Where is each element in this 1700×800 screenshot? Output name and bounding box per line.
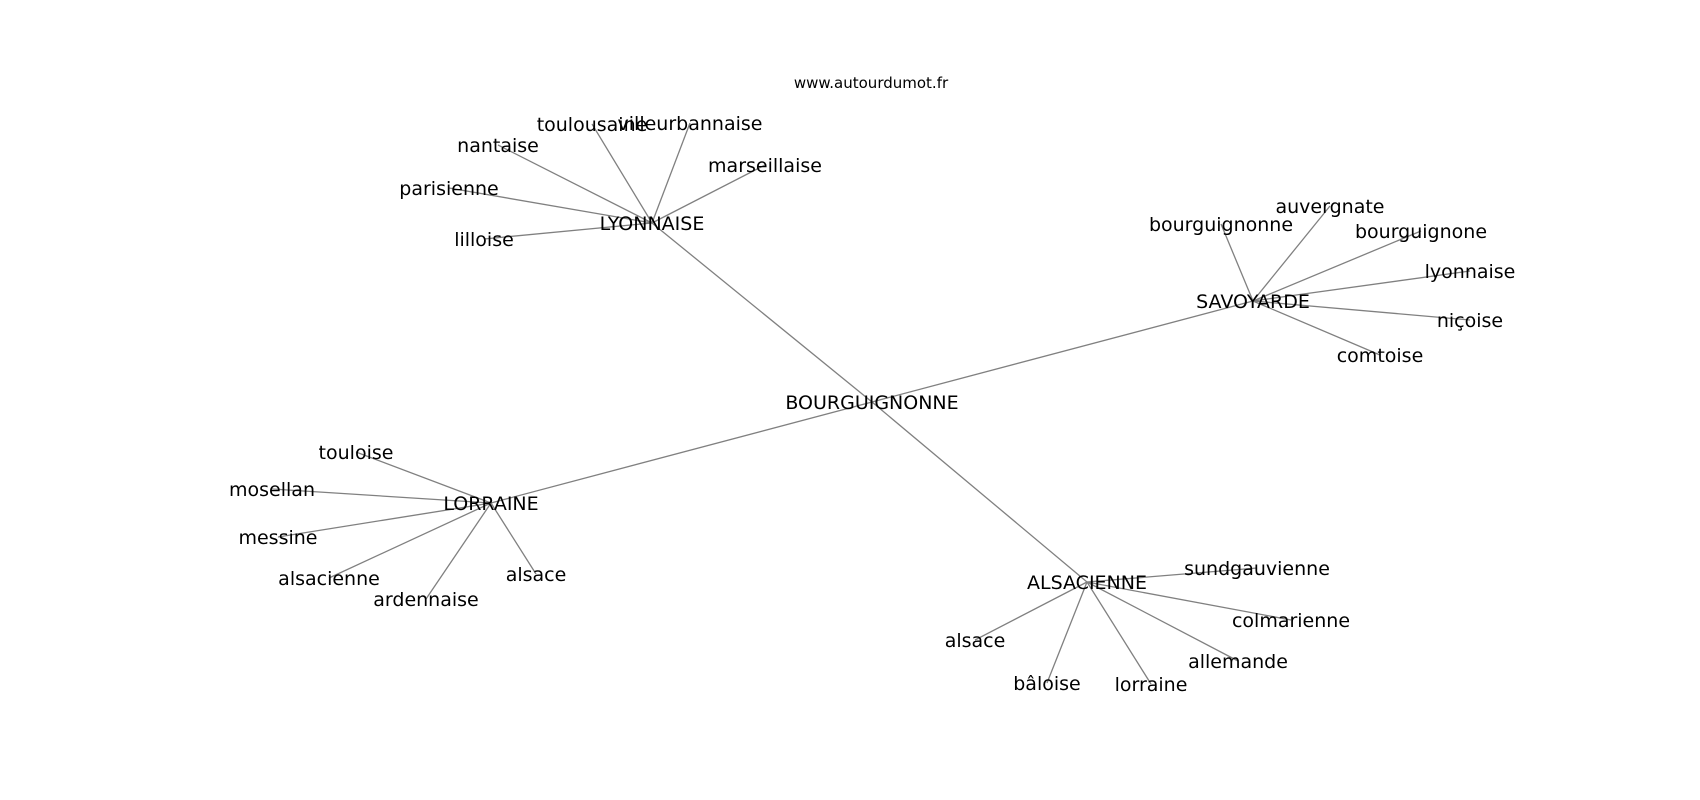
hub-node-label-lorraine: LORRAINE: [443, 493, 538, 515]
leaf-node-label: auvergnate: [1276, 196, 1385, 218]
leaf-node-label: ardennaise: [373, 589, 478, 611]
leaf-node-label: lilloise: [454, 229, 514, 251]
leaf-node-label: alsace: [945, 630, 1006, 652]
edge-lorraine-leaf: [355, 451, 492, 504]
leaf-node-label: marseillaise: [708, 155, 822, 177]
edge-lyonnaise-leaf: [483, 222, 653, 240]
leaf-node-label: toulousaine: [537, 114, 648, 136]
graph-edges: [271, 122, 1471, 685]
leaf-node-label: bâloise: [1013, 673, 1080, 695]
edge-savoyarde-leaf: [1252, 300, 1381, 356]
edge-alsacienne-leaf: [1086, 581, 1292, 621]
leaf-node-label: lyonnaise: [1425, 261, 1516, 283]
leaf-node-label: sundgauvienne: [1184, 558, 1330, 580]
edge-root-savoyarde: [871, 300, 1254, 403]
edge-root-alsacienne: [871, 401, 1088, 583]
edge-alsacienne-leaf: [1086, 567, 1258, 583]
leaf-node-label: colmarienne: [1232, 610, 1350, 632]
edge-lyonnaise-leaf: [497, 144, 653, 224]
source-watermark: www.autourdumot.fr: [794, 74, 949, 92]
edge-alsacienne-leaf: [1086, 581, 1152, 685]
leaf-node-label: mosellan: [229, 479, 315, 501]
edge-lyonnaise-leaf: [591, 123, 653, 224]
edge-lorraine-leaf: [277, 502, 492, 538]
leaf-node-label: touloise: [319, 442, 394, 464]
hub-node-label-savoyarde: SAVOYARDE: [1196, 291, 1310, 313]
leaf-node-label: bourguignone: [1355, 221, 1487, 243]
edge-root-lyonnaise: [651, 222, 873, 403]
root-node-label: BOURGUIGNONNE: [785, 392, 958, 414]
edge-lyonnaise-leaf: [448, 187, 653, 224]
hub-node-label-lyonnaise: LYONNAISE: [600, 213, 705, 235]
edge-alsacienne-leaf: [974, 581, 1088, 641]
leaf-node-label: villeurbannaise: [618, 113, 763, 135]
leaf-node-label: messine: [238, 527, 317, 549]
graph-labels: www.autourdumot.fr BOURGUIGNONNE LYONNAIS…: [229, 74, 1515, 696]
leaf-node-label: alsacienne: [278, 568, 380, 590]
edge-lyonnaise-leaf: [651, 122, 691, 224]
edge-savoyarde-leaf: [1252, 270, 1471, 302]
leaf-node-label: bourguignonne: [1149, 214, 1293, 236]
edge-lorraine-leaf: [271, 488, 492, 504]
leaf-node-label: comtoise: [1337, 345, 1424, 367]
edge-savoyarde-leaf: [1220, 223, 1254, 302]
edge-savoyarde-leaf: [1252, 300, 1471, 321]
leaf-node-label: nantaise: [457, 135, 539, 157]
edge-alsacienne-leaf: [1046, 581, 1088, 684]
edge-savoyarde-leaf: [1252, 230, 1422, 302]
edge-lorraine-leaf: [425, 502, 492, 600]
edge-root-lorraine: [490, 401, 873, 504]
edge-lorraine-leaf: [328, 502, 492, 579]
leaf-node-label: parisienne: [399, 178, 498, 200]
edge-lyonnaise-leaf: [651, 164, 766, 224]
leaf-node-label: allemande: [1188, 651, 1288, 673]
edge-alsacienne-leaf: [1086, 581, 1239, 662]
edge-lorraine-leaf: [490, 502, 537, 575]
edge-savoyarde-leaf: [1252, 205, 1331, 302]
leaf-node-label: alsace: [506, 564, 567, 586]
leaf-node-label: lorraine: [1115, 674, 1188, 696]
hub-node-label-alsacienne: ALSACIENNE: [1027, 572, 1147, 594]
leaf-node-label: niçoise: [1437, 310, 1503, 332]
